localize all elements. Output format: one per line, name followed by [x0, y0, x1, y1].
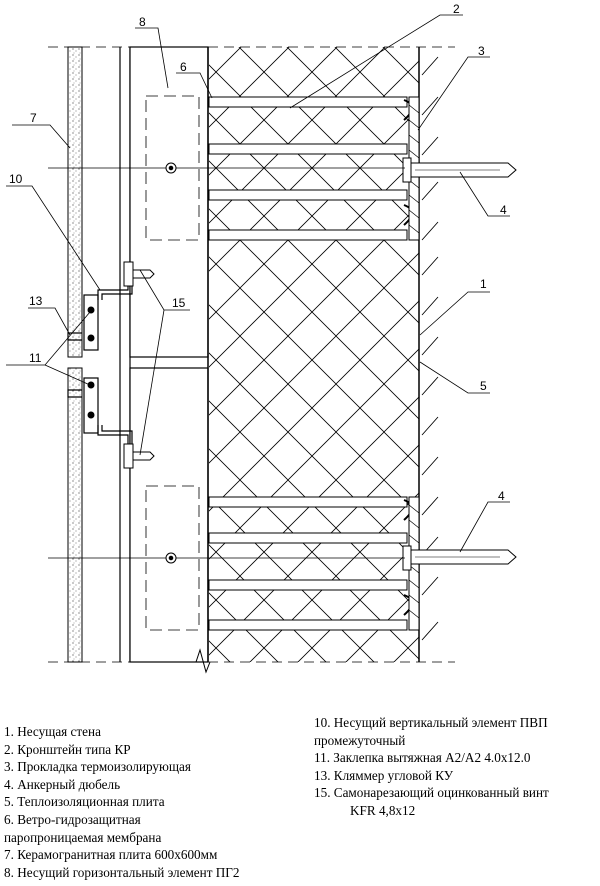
anchor-dowel-upper [402, 157, 517, 183]
break-symbol [195, 648, 211, 674]
legend-item: 13. Кляммер угловой КУ [314, 767, 454, 783]
bracket-lower [208, 496, 413, 631]
legend-item: 15. Самонарезающий оцинкованный винт [314, 785, 549, 801]
callout-4-upper: 4 [500, 203, 507, 217]
insulation-plate [209, 47, 419, 662]
callout-11: 11 [29, 351, 42, 365]
corner-clamp-lower [67, 377, 133, 452]
legend-item: 5. Теплоизоляционная плита [4, 794, 165, 810]
section-drawing: 8 6 7 10 13 11 15 2 3 4 1 5 4 [6, 2, 517, 674]
callout-13: 13 [29, 294, 43, 308]
callout-4-lower: 4 [498, 489, 505, 503]
callout-1: 1 [480, 277, 487, 291]
legend-item: 1. Несущая стена [4, 724, 101, 739]
horizontal-elements [129, 46, 209, 663]
screw-15-lower [123, 443, 155, 469]
anchor-dowel-lower [402, 545, 517, 571]
ceramic-granite-plate-lower [67, 367, 83, 663]
rivet-circles [165, 162, 177, 564]
legend-item: 2. Кронштейн типа КР [4, 741, 131, 757]
legend-left: 1. Несущая стена 2. Кронштейн типа КР 3.… [4, 723, 240, 881]
callout-15: 15 [172, 296, 186, 310]
legend-item: 10. Несущий вертикальный элемент ПВП [314, 715, 548, 730]
legend-item: паропроницаемая мембрана [4, 829, 162, 845]
rivets-11-lower [87, 381, 95, 419]
callout-7: 7 [30, 111, 37, 125]
ceramic-granite-plate-upper [67, 46, 83, 358]
load-bearing-wall [418, 47, 439, 662]
callout-8: 8 [139, 15, 146, 29]
callout-10: 10 [9, 172, 23, 186]
legend-item: 8. Несущий горизонтальный элемент ПГ2 [4, 864, 240, 880]
screw-15-upper [123, 261, 155, 287]
legend-item: KFR 4,8x12 [350, 802, 416, 818]
legend-item: 7. Керамогранитная плита 600х600мм [4, 847, 218, 863]
legend-item: 4. Анкерный дюбель [4, 776, 121, 792]
centerlines [48, 167, 405, 559]
horizontal-element-dashes [145, 95, 200, 631]
callout-2: 2 [453, 2, 460, 16]
legend-item: 11. Заклепка вытяжная А2/А2 4.0х12.0 [314, 750, 531, 766]
callout-6: 6 [180, 60, 187, 74]
callout-3: 3 [478, 44, 485, 58]
legend-item: 6. Ветро-гидрозащитная [4, 811, 141, 827]
leader-lines [6, 14, 510, 553]
vertical-profile [119, 47, 131, 662]
legend-right: 10. Несущий вертикальный элемент ПВП про… [314, 714, 549, 820]
rivets-11-upper [87, 306, 95, 342]
legend-item: 3. Прокладка термоизолирующая [4, 759, 191, 775]
callout-5: 5 [480, 379, 487, 393]
legend-item: промежуточный [314, 732, 406, 748]
